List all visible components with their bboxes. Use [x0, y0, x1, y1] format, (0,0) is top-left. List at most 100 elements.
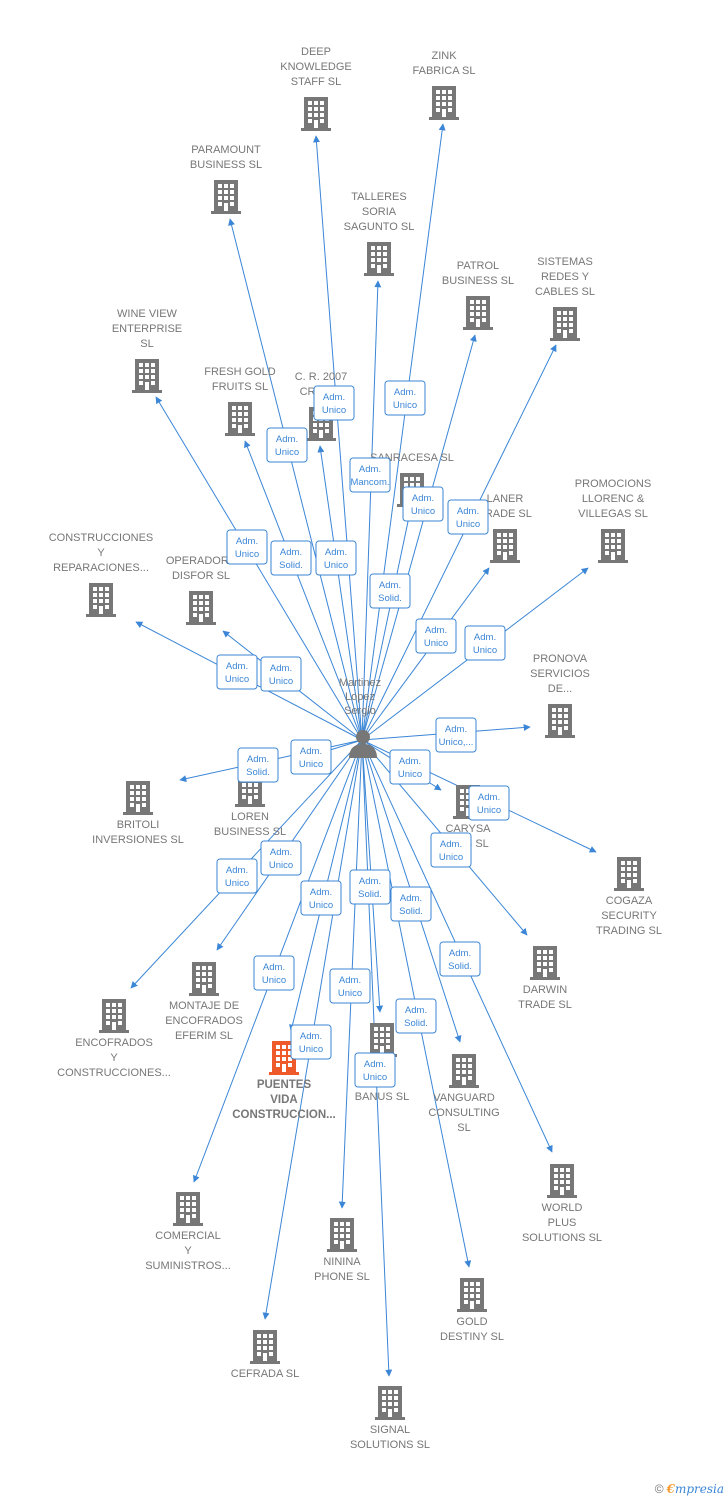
company-label-montaje-line-3: EFERIM SL — [175, 1030, 233, 1042]
company-label-pronova-line-2: SERVICIOS — [530, 668, 590, 680]
role-badge-comercial[interactable]: Adm.Unico — [253, 955, 295, 991]
role-badge-signal[interactable]: Adm.Unico — [354, 1052, 396, 1088]
company-label-zink-line-1: ZINK — [431, 50, 457, 62]
role-badge-vanguard-line-1: Adm. — [449, 948, 471, 959]
company-label-promociones-line-1: PROMOCIONS — [575, 478, 651, 490]
role-badge-britoli[interactable]: Adm.Solid. — [237, 747, 279, 783]
role-badge-paramount[interactable]: Adm.Unico — [266, 427, 308, 463]
company-label-pronova-line-1: PRONOVA — [533, 653, 588, 665]
role-badge-loren[interactable]: Adm.Unico — [290, 739, 332, 775]
role-badge-pronova[interactable]: Adm.Unico,... — [435, 717, 477, 753]
role-badge-paramount-line-2: Unico — [275, 447, 299, 458]
company-label-encofrados-line-2: Y — [110, 1052, 118, 1064]
role-badge-banus[interactable]: Adm.Solid. — [390, 886, 432, 922]
company-label-loren-line-2: BUSINESS SL — [214, 826, 286, 838]
company-node-encofrados[interactable]: ENCOFRADOSYCONSTRUCCIONES... — [57, 999, 171, 1079]
company-label-wine-line-3: SL — [140, 338, 153, 350]
brand-footer[interactable]: ©€mpresia — [655, 1482, 724, 1496]
role-badge-encofrados-line-2: Unico — [225, 878, 249, 889]
company-label-operadora-line-1: OPERADORA — [166, 555, 237, 567]
role-badge-worldplus[interactable]: Adm.Solid. — [349, 869, 391, 905]
company-node-pronova[interactable]: PRONOVASERVICIOSDE... — [530, 653, 590, 738]
role-badge-montaje[interactable]: Adm.Unico — [260, 840, 302, 876]
company-label-vanguard-line-3: SL — [457, 1122, 470, 1134]
role-badge-operadora[interactable]: Adm.Unico — [260, 656, 302, 692]
role-badge-puentes[interactable]: Adm.Unico — [290, 1024, 332, 1060]
role-badge-patrol[interactable]: Adm.Unico — [447, 499, 489, 535]
role-badge-cogaza[interactable]: Adm.Unico — [468, 785, 510, 821]
role-badge-laner[interactable]: Adm.Unico — [415, 618, 457, 654]
role-badge-encofrados[interactable]: Adm.Unico — [216, 858, 258, 894]
building-icon — [123, 781, 153, 815]
role-badge-talleres[interactable]: Adm.Solid. — [369, 573, 411, 609]
role-badge-deep-line-1: Adm. — [323, 392, 345, 403]
company-label-sanracesa-line-1: SANRACESA SL — [370, 452, 454, 464]
company-node-cefrada[interactable]: CEFRADA SL — [231, 1330, 299, 1380]
company-label-operadora-line-2: DISFOR SL — [172, 570, 230, 582]
company-node-comercial[interactable]: COMERCIALYSUMINISTROS... — [145, 1192, 231, 1272]
role-badge-darwin[interactable]: Adm.Unico — [430, 832, 472, 868]
role-badge-vanguard-line-2: Solid. — [448, 961, 472, 972]
role-badge-loren-line-1: Adm. — [300, 746, 322, 757]
company-label-encofrados-line-3: CONSTRUCCIONES... — [57, 1067, 171, 1079]
role-badge-sistemas[interactable]: Adm.Unico — [402, 486, 444, 522]
role-badge-cr2007[interactable]: Adm.Unico — [315, 540, 357, 576]
company-label-cr2007-line-1: C. R. 2007 — [295, 371, 348, 383]
role-badge-golddestiny-line-1: Adm. — [405, 1005, 427, 1016]
role-badge-darwin-line-2: Unico — [439, 852, 463, 863]
edge-cr2007 — [317, 445, 363, 741]
company-label-comercial-line-1: COMERCIAL — [155, 1230, 220, 1242]
center-person[interactable]: Martinez Lopez Sergio — [339, 677, 381, 758]
role-badge-freshgold-line-2: Solid. — [279, 560, 303, 571]
company-label-ninina-line-1: NININA — [323, 1256, 361, 1268]
role-badge-freshgold[interactable]: Adm.Solid. — [270, 540, 312, 576]
edge-zink — [361, 123, 446, 741]
company-label-worldplus-line-3: SOLUTIONS SL — [522, 1232, 602, 1244]
role-badge-carysa[interactable]: Adm.Unico — [389, 749, 431, 785]
building-icon — [463, 296, 493, 330]
role-badge-golddestiny[interactable]: Adm.Solid. — [395, 998, 437, 1034]
role-badge-talleres-line-2: Solid. — [378, 593, 402, 604]
company-label-worldplus-line-2: PLUS — [548, 1217, 577, 1229]
role-badge-montaje-line-1: Adm. — [270, 847, 292, 858]
company-node-operadora[interactable]: OPERADORA DISFOR SL — [166, 555, 237, 625]
company-node-construcciones[interactable]: CONSTRUCCIONESYREPARACIONES... — [49, 532, 154, 617]
company-label-puentes-line-3: CONSTRUCCION... — [232, 1109, 336, 1121]
company-node-sanracesa[interactable]: SANRACESA SL — [370, 452, 454, 507]
role-badge-vanguard[interactable]: Adm. Solid. — [439, 941, 481, 977]
role-badge-construcciones[interactable]: Adm.Unico — [216, 654, 258, 690]
company-node-puentes[interactable]: PUENTESVIDACONSTRUCCION... — [232, 1041, 336, 1121]
role-badge-cr2007-line-2: Unico — [324, 560, 348, 571]
company-label-sistemas-line-2: REDES Y — [541, 271, 590, 283]
role-badge-wine[interactable]: Adm.Unico — [226, 529, 268, 565]
role-badge-ninina[interactable]: Adm.Unico — [329, 968, 371, 1004]
role-badge-cefrada[interactable]: Adm.Unico — [300, 880, 342, 916]
role-badge-comercial-line-2: Unico — [262, 975, 286, 986]
building-icon — [327, 1218, 357, 1252]
role-badge-zink[interactable]: Adm.Unico — [384, 380, 426, 416]
role-badge-deep[interactable]: Adm.Unico — [313, 385, 355, 421]
role-badge-sanracesa[interactable]: Adm.Mancom. — [349, 457, 391, 493]
role-badge-patrol-line-2: Unico — [456, 519, 480, 530]
role-badge-promociones[interactable]: Adm.Unico — [464, 625, 506, 661]
